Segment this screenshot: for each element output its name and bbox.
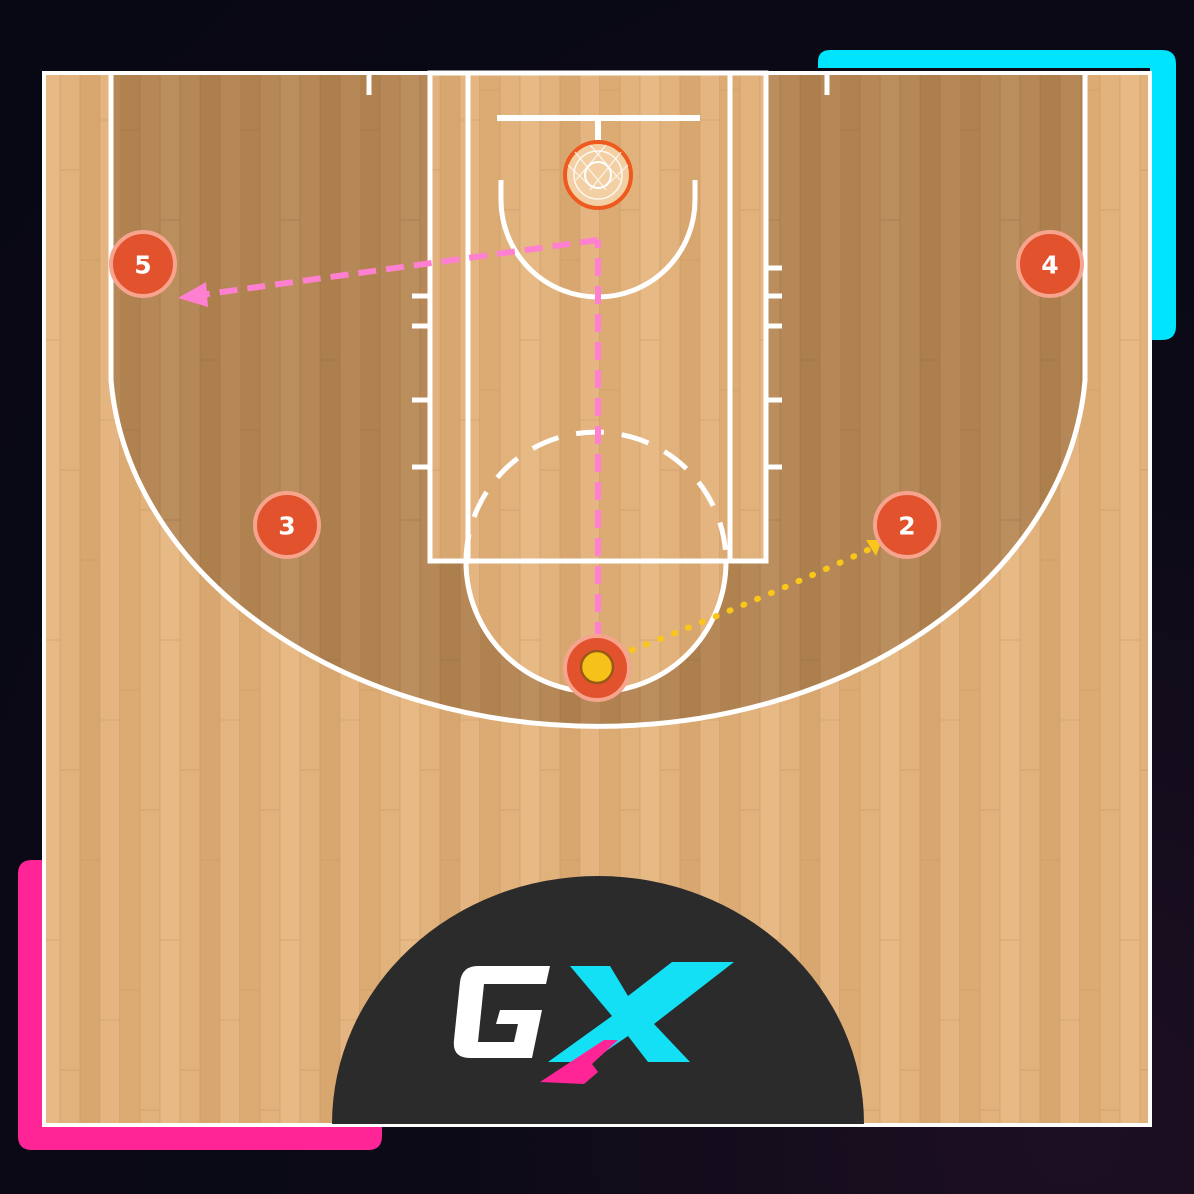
pass-route	[629, 545, 875, 653]
player-4[interactable]: 4	[1016, 230, 1084, 298]
player-4-label: 4	[1041, 251, 1058, 280]
player-2[interactable]: 2	[873, 491, 941, 559]
player-5[interactable]: 5	[109, 230, 177, 298]
pass-arrowhead-icon	[866, 540, 882, 556]
player-3-label: 3	[278, 512, 295, 541]
player-2-label: 2	[898, 512, 915, 541]
player-5-label: 5	[134, 251, 151, 280]
player-3[interactable]: 3	[253, 491, 321, 559]
basket-icon	[563, 140, 633, 210]
logo-plate	[332, 876, 864, 1124]
player-1-ball-handler[interactable]	[563, 634, 631, 702]
cut-arrowhead-icon	[178, 282, 208, 307]
gx-logo	[453, 962, 734, 1084]
ball-icon	[579, 649, 615, 685]
cut-route	[199, 237, 601, 640]
